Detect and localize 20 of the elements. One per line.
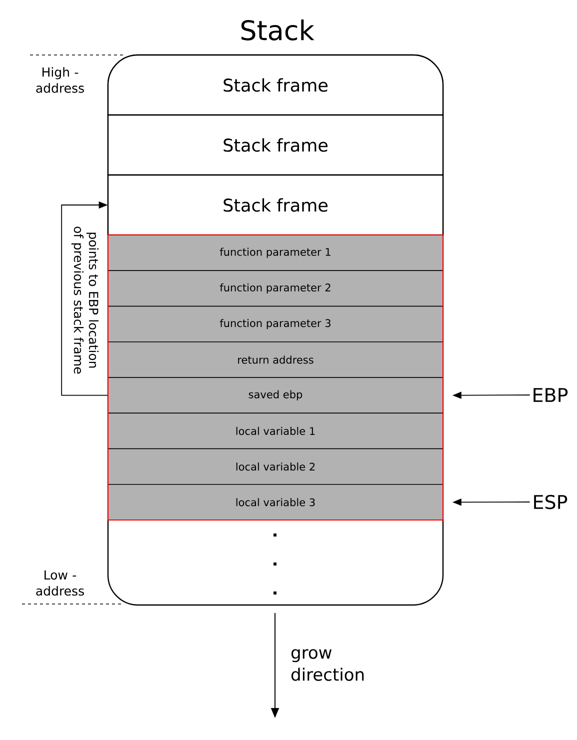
stack-slot: return address (108, 341, 444, 378)
edge-label: points to EBP location of previous stack frame (71, 226, 99, 374)
address-label: Low - address (36, 570, 84, 596)
stack-frame-box: Stack frame (107, 174, 444, 236)
stack-slot: function parameter 2 (108, 270, 444, 307)
stack-slot: function parameter 1 (108, 234, 444, 272)
register-label: EBP (534, 388, 568, 402)
stack-frame-box: Stack frame (107, 54, 444, 116)
current-frame-box (108, 234, 444, 520)
stack-slot: local variable 1 (108, 412, 444, 450)
stack-slot: function parameter 3 (108, 306, 444, 342)
diagram-title: Stack (241, 20, 314, 40)
stack-slot: local variable 2 (108, 448, 444, 485)
address-label: High - address (36, 67, 84, 93)
stack-slot: saved ebp (108, 377, 444, 414)
arrow (61, 201, 108, 396)
direction-label: grow direction (291, 649, 364, 681)
register-label: ESP (534, 494, 568, 510)
stack-slot: local variable 3 (108, 484, 444, 520)
stack-frame-box: Stack frame (107, 114, 444, 176)
